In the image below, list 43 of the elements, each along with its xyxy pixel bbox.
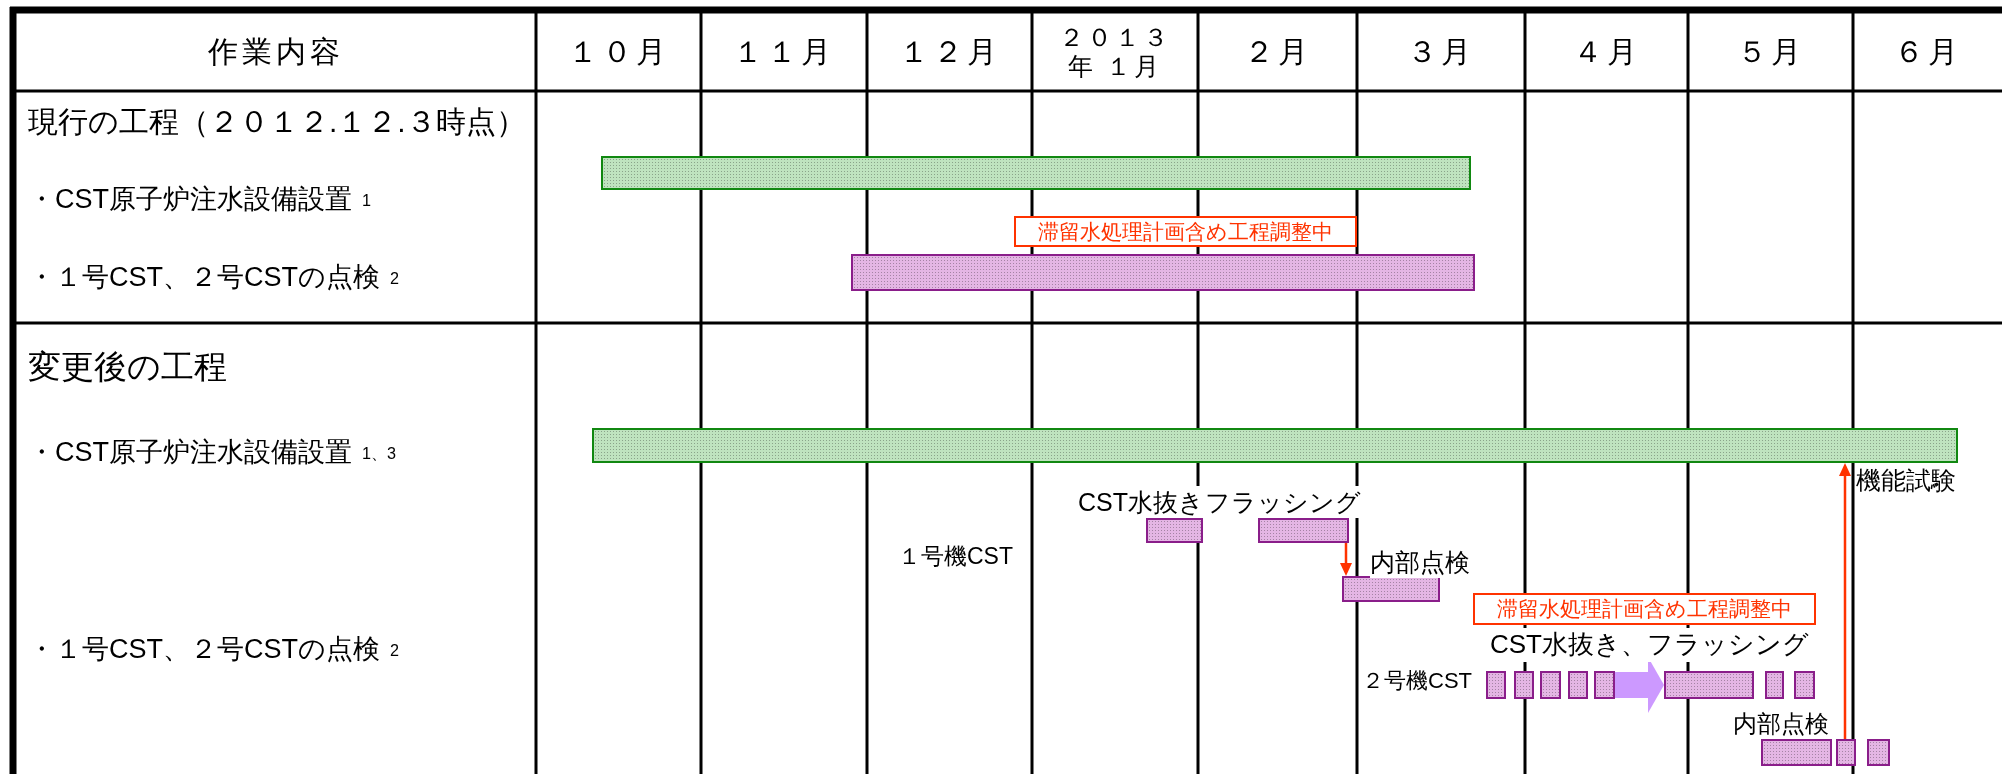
column-header: ３月 bbox=[1406, 33, 1476, 70]
gantt-bar bbox=[851, 254, 1475, 291]
bar-label: CST水抜き、フラッシング bbox=[1490, 628, 1809, 662]
gantt-bar bbox=[1540, 671, 1561, 699]
column-header: １０月 bbox=[566, 33, 671, 70]
gantt-bar bbox=[1765, 671, 1784, 699]
gantt-bar bbox=[1594, 671, 1615, 699]
column-header: １２月 bbox=[897, 33, 1002, 70]
bar-label: 内部点検 bbox=[1733, 709, 1830, 740]
gantt-bar bbox=[1836, 739, 1856, 766]
arrow bbox=[1839, 463, 1851, 739]
section-heading: 変更後の工程 bbox=[28, 347, 228, 388]
note-text: 滞留水処理計画含め工程調整中 bbox=[1038, 218, 1333, 245]
gantt-bar bbox=[1568, 671, 1588, 699]
arrow bbox=[1340, 543, 1352, 576]
gantt-bar bbox=[592, 428, 1958, 463]
note-text: 滞留水処理計画含め工程調整中 bbox=[1497, 596, 1792, 622]
gantt-bar bbox=[1258, 518, 1349, 543]
gantt-bar bbox=[1342, 576, 1440, 602]
row-label: ・１号CST、２号CSTの点検 $^{2}$ bbox=[28, 633, 400, 667]
edge-label: 機能試験 bbox=[1856, 464, 1957, 496]
gantt-bar bbox=[1146, 518, 1203, 543]
gantt-bar bbox=[1794, 671, 1815, 699]
note-box bbox=[1014, 216, 1357, 247]
row-label: ・CST原子炉注水設備設置 $^{1、3}$ bbox=[28, 436, 397, 470]
column-header: 作業内容 bbox=[207, 33, 345, 70]
section-heading: 現行の工程（２０１２.１２.３時点） bbox=[28, 103, 527, 140]
row-label: ・１号CST、２号CSTの点検 $^{2}$ bbox=[28, 261, 400, 295]
gantt-bar bbox=[1867, 739, 1890, 766]
gantt-bar bbox=[601, 156, 1471, 190]
note-box bbox=[1473, 593, 1816, 625]
gantt-bar bbox=[1486, 671, 1506, 699]
gantt-bar bbox=[1514, 671, 1534, 699]
gantt-bar bbox=[1761, 739, 1832, 766]
column-header: １１月 bbox=[732, 33, 836, 70]
column-header: ６月 bbox=[1892, 33, 1963, 70]
bar-label: フラッシング bbox=[1205, 486, 1361, 518]
gantt-bar bbox=[1664, 671, 1754, 699]
column-header: ２０１３年 １月 bbox=[1058, 22, 1172, 82]
column-header: ５月 bbox=[1735, 33, 1806, 70]
row-label: ・CST原子炉注水設備設置 $^{1}$ bbox=[28, 183, 372, 217]
column-header: ２月 bbox=[1242, 33, 1313, 70]
column-header: ４月 bbox=[1571, 33, 1642, 70]
